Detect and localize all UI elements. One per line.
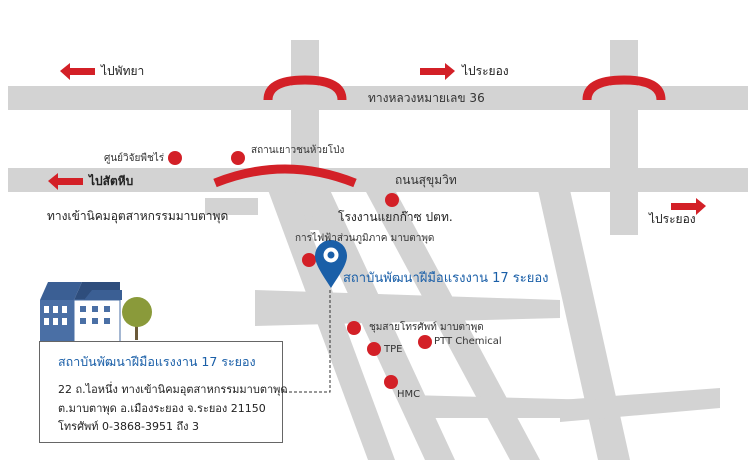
location-pin-icon[interactable] xyxy=(315,240,347,288)
label-destination: สถาบันพัฒนาฝีมือแรงงาน 17 ระยอง xyxy=(343,271,549,286)
direction-rayong-top: ไประยอง xyxy=(462,64,509,78)
landmark-gas-plant-icon xyxy=(385,193,399,207)
road-side-branch xyxy=(205,198,258,215)
address-info-box: สถาบันพัฒนาฝีมือแรงงาน 17 ระยอง 22 ถ.ไอห… xyxy=(39,341,288,443)
label-egat: การไฟฟ้าส่วนภูมิภาค มาบตาพุด xyxy=(295,233,435,244)
infobox-phone: โทรศัพท์ 0-3868-3951 ถึง 3 xyxy=(58,420,199,433)
interchange-arc-left xyxy=(263,75,347,101)
overpass-arc xyxy=(213,164,357,188)
infobox-address-line2: ต.มาบตาพุด อ.เมืองระยอง จ.ระยอง 21150 xyxy=(58,402,266,415)
direction-rayong-right: ไประยอง xyxy=(649,212,696,226)
arrow-rayong-top-icon xyxy=(420,63,455,80)
label-ptt-chemical: PTT Chemical xyxy=(434,336,502,347)
road-diagonal-3 xyxy=(538,190,630,460)
label-hmc: HMC xyxy=(397,389,421,400)
road-connector-1 xyxy=(255,290,560,326)
label-gas-plant: โรงงานแยกก๊าซ ปตท. xyxy=(338,210,453,224)
infobox-title: สถาบันพัฒนาฝีมือแรงงาน 17 ระยอง xyxy=(58,354,256,369)
landmark-ptt-chemical-icon xyxy=(418,335,432,349)
interchange-arc-right xyxy=(582,75,666,101)
road-label-sukhumvit: ถนนสุขุมวิท xyxy=(395,173,457,187)
label-estate-entrance: ทางเข้านิคมอุตสาหกรรมมาบตาพุด xyxy=(47,209,229,223)
road-label-highway36: ทางหลวงหมายเลข 36 xyxy=(368,91,485,105)
arrow-pattaya-icon xyxy=(60,63,95,80)
leader-line xyxy=(283,290,331,393)
direction-pattaya: ไปพัทยา xyxy=(101,64,145,78)
tree-icon xyxy=(122,297,152,340)
road-diagonal-4 xyxy=(365,190,540,460)
arrow-sattahip-icon xyxy=(48,173,83,190)
arrow-rayong-right-icon xyxy=(671,198,706,215)
road-highway36 xyxy=(8,86,748,110)
label-huaypong-station: สถานเยาวชนห้วยโป่ง xyxy=(251,145,345,156)
landmark-tpe-icon xyxy=(367,342,381,356)
building-icon xyxy=(40,282,122,343)
landmark-egat-icon xyxy=(302,253,316,267)
landmark-markers xyxy=(168,151,432,389)
label-research-center: ศูนย์วิจัยพืชไร่ xyxy=(104,153,165,164)
landmark-huaypong-icon xyxy=(231,151,245,165)
landmark-telephone-icon xyxy=(347,321,361,335)
road-vertical-right xyxy=(610,40,638,235)
road-sukhumvit xyxy=(8,168,748,192)
landmark-hmc-icon xyxy=(384,375,398,389)
label-telephone: ชุมสายโทรศัพท์ มาบตาพุด xyxy=(369,322,484,333)
direction-sattahip: ไปสัตหีบ xyxy=(89,174,134,188)
road-diagonal-1 xyxy=(268,190,395,460)
label-tpe: TPE xyxy=(384,344,403,355)
landmark-research-center-icon xyxy=(168,151,182,165)
direction-arrows xyxy=(48,63,706,215)
infobox-address-line1: 22 ถ.ไอหนึ่ง ทางเข้านิคมอุตสาหกรรมมาบตาพ… xyxy=(58,383,288,396)
road-connector-3 xyxy=(408,395,600,418)
